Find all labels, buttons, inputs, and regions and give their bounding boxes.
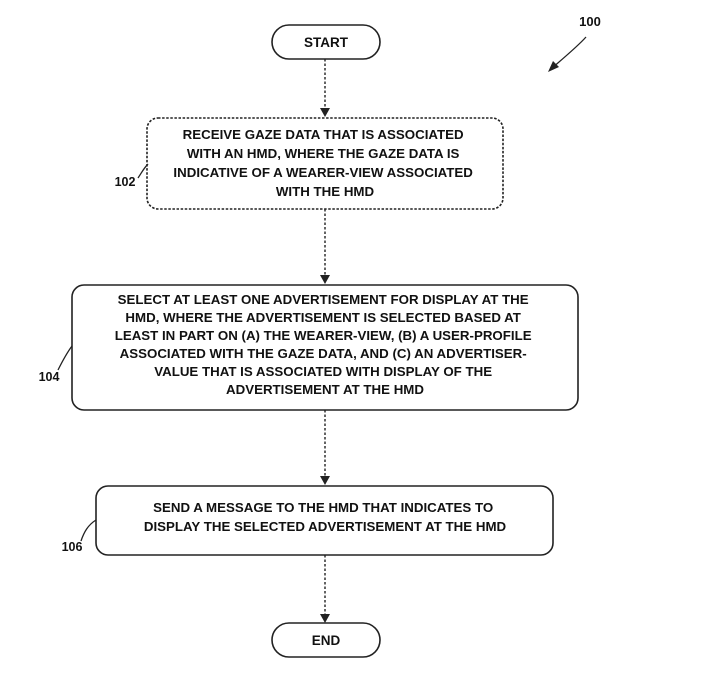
end-label: END [312, 633, 341, 648]
step-104-line: VALUE THAT IS ASSOCIATED WITH DISPLAY OF… [154, 364, 492, 379]
arrowhead [320, 476, 330, 485]
step-106-text: SEND A MESSAGE TO THE HMD THAT INDICATES… [144, 500, 507, 534]
step-106-leader [80, 519, 97, 542]
end-terminal: END [271, 622, 381, 658]
step-102-line: INDICATIVE OF A WEARER-VIEW ASSOCIATED [173, 165, 473, 180]
connector-102-to-104 [320, 209, 330, 284]
start-terminal: START [271, 24, 381, 60]
step-102-line: WITH THE HMD [276, 184, 375, 199]
step-106-line: SEND A MESSAGE TO THE HMD THAT INDICATES… [153, 500, 493, 515]
step-102-text: RECEIVE GAZE DATA THAT IS ASSOCIATED WIT… [173, 127, 476, 199]
start-shape [271, 24, 381, 60]
step-102-line: RECEIVE GAZE DATA THAT IS ASSOCIATED [183, 127, 464, 142]
step-104-line: ADVERTISEMENT AT THE HMD [226, 382, 424, 397]
step-104-ref: 104 [39, 370, 60, 384]
step-102-leader [137, 163, 149, 179]
arrowhead [320, 275, 330, 284]
step-104-line: HMD, WHERE THE ADVERTISEMENT IS SELECTED… [125, 310, 520, 325]
step-102-ref: 102 [115, 175, 136, 189]
step-104-line: SELECT AT LEAST ONE ADVERTISEMENT FOR DI… [118, 292, 529, 307]
step-104-line: LEAST IN PART ON (A) THE WEARER-VIEW, (B… [115, 328, 532, 343]
figure-reference: 100 [548, 14, 601, 72]
step-104-line: ASSOCIATED WITH THE GAZE DATA, AND (C) A… [120, 346, 527, 361]
step-106-line: DISPLAY THE SELECTED ADVERTISEMENT AT TH… [144, 519, 507, 534]
figure-number: 100 [579, 14, 601, 29]
step-106-ref: 106 [62, 540, 83, 554]
step-104-text: SELECT AT LEAST ONE ADVERTISEMENT FOR DI… [115, 292, 536, 397]
step-104: SELECT AT LEAST ONE ADVERTISEMENT FOR DI… [39, 284, 579, 411]
step-104-leader [57, 345, 73, 371]
connector-start-to-102 [320, 59, 330, 117]
end-shape [271, 622, 381, 658]
step-106: SEND A MESSAGE TO THE HMD THAT INDICATES… [62, 485, 554, 556]
arrowhead [320, 108, 330, 117]
step-102-line: WITH AN HMD, WHERE THE GAZE DATA IS [187, 146, 460, 161]
connector-104-to-106 [320, 410, 330, 485]
arrowhead [320, 614, 330, 623]
connector-106-to-end [320, 555, 330, 623]
figure-ref-arrowhead [548, 61, 559, 72]
figure-ref-arrow [551, 36, 587, 69]
start-label: START [304, 35, 349, 50]
step-102: RECEIVE GAZE DATA THAT IS ASSOCIATED WIT… [115, 117, 504, 210]
